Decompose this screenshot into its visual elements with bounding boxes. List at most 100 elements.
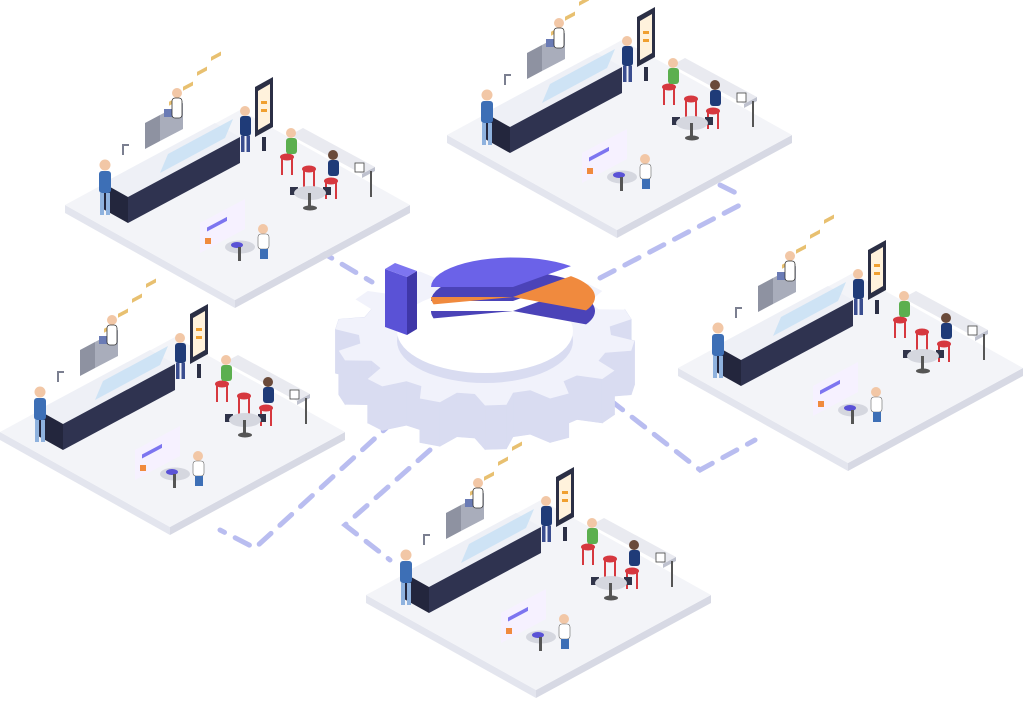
bar-stool: [302, 165, 316, 187]
qr-code-icon: [354, 162, 365, 173]
food-tray: [498, 456, 508, 466]
food-tray: [796, 244, 806, 254]
bar-stool: [684, 95, 698, 117]
food-counter: [404, 441, 541, 613]
bar-customer-green: [286, 128, 297, 154]
floor-edge-left: [678, 368, 848, 471]
store-top-right: [447, 0, 792, 238]
food-counter: [38, 278, 175, 450]
side-table: [160, 467, 190, 488]
dashed-link-2: [597, 202, 743, 281]
bar-stool: [215, 380, 229, 402]
round-table: [591, 576, 632, 601]
customer-person: [34, 386, 46, 442]
kiosk-customer: [853, 269, 864, 315]
faucet: [423, 534, 430, 545]
kiosk-screen: [640, 14, 652, 60]
bar-customer-navy: [941, 313, 952, 339]
food-tray: [146, 278, 156, 288]
store-middle-left: [0, 278, 345, 535]
floor-edge-left: [0, 432, 170, 535]
seated-customer: [257, 224, 270, 259]
staff-person: [472, 478, 484, 509]
staff-person: [171, 88, 183, 119]
card-chip: [205, 238, 211, 244]
food-tray: [565, 11, 575, 21]
chair: [705, 117, 713, 125]
chair: [323, 187, 331, 195]
bar-customer-navy: [629, 540, 640, 566]
bar-stool: [662, 83, 676, 105]
floor-edge-left: [366, 595, 536, 698]
payment-card-panel: [813, 362, 858, 416]
food-counter: [485, 0, 622, 153]
chair: [591, 577, 599, 585]
side-table: [526, 630, 556, 651]
kiosk-customer: [175, 333, 186, 379]
card-chip: [818, 401, 824, 407]
ordering-kiosk: [868, 240, 886, 314]
chair: [936, 350, 944, 358]
payment-card-panel: [200, 199, 245, 253]
store-middle-right: [678, 214, 1023, 471]
bar-stool: [280, 153, 294, 175]
round-table: [290, 186, 331, 211]
kiosk-customer: [541, 496, 552, 542]
floor-edge-right: [235, 205, 410, 308]
appliance-screen: [164, 109, 178, 117]
side-table: [225, 240, 255, 261]
bar-customer-green: [899, 291, 910, 317]
store-top-left: [65, 51, 410, 308]
ordering-kiosk: [255, 77, 273, 151]
payment-terminal: [532, 632, 544, 638]
dashed-link-6: [341, 447, 433, 563]
food-counter: [716, 214, 853, 386]
staff-person: [106, 315, 118, 346]
food-tray: [211, 51, 221, 61]
round-table: [903, 349, 944, 374]
pie-slice-orange-small-side: [431, 311, 513, 319]
kiosk-screen: [193, 311, 205, 357]
kiosk-customer: [240, 106, 251, 152]
customer-person: [99, 159, 111, 215]
display-case: [95, 346, 168, 400]
bar-front: [385, 269, 407, 335]
store-bottom-center: [366, 441, 711, 698]
staff-person: [784, 251, 796, 282]
card-chip: [587, 168, 593, 174]
ordering-kiosk: [556, 467, 574, 541]
appliance-screen: [546, 39, 560, 47]
faucet: [57, 371, 64, 382]
chair: [903, 350, 911, 358]
ordering-kiosk: [637, 7, 655, 81]
customer-person: [712, 322, 724, 378]
side-table: [838, 403, 868, 424]
floor-edge-left: [65, 205, 235, 308]
payment-terminal: [613, 172, 625, 178]
kiosk-screen: [559, 474, 571, 520]
food-tray: [132, 293, 142, 303]
seated-customer: [639, 154, 652, 189]
chair: [290, 187, 298, 195]
seated-customer: [870, 387, 883, 422]
kiosk-screen: [258, 84, 270, 130]
payment-terminal: [231, 242, 243, 248]
floor-edge-right: [848, 368, 1023, 471]
dashed-link-5: [217, 417, 398, 552]
bar-customer-green: [668, 58, 679, 84]
kiosk-customer: [622, 36, 633, 82]
food-tray: [484, 471, 494, 481]
food-tray: [118, 308, 128, 318]
food-tray: [579, 0, 589, 6]
food-tray: [810, 229, 820, 239]
pie-slice-orange-small: [431, 297, 513, 305]
appliance-screen: [777, 272, 791, 280]
faucet: [735, 307, 742, 318]
floor-edge-left: [447, 135, 617, 238]
customer-person: [481, 89, 493, 145]
bar-side: [407, 271, 417, 335]
bar-customer-navy: [263, 377, 274, 403]
customer-person: [400, 549, 412, 605]
